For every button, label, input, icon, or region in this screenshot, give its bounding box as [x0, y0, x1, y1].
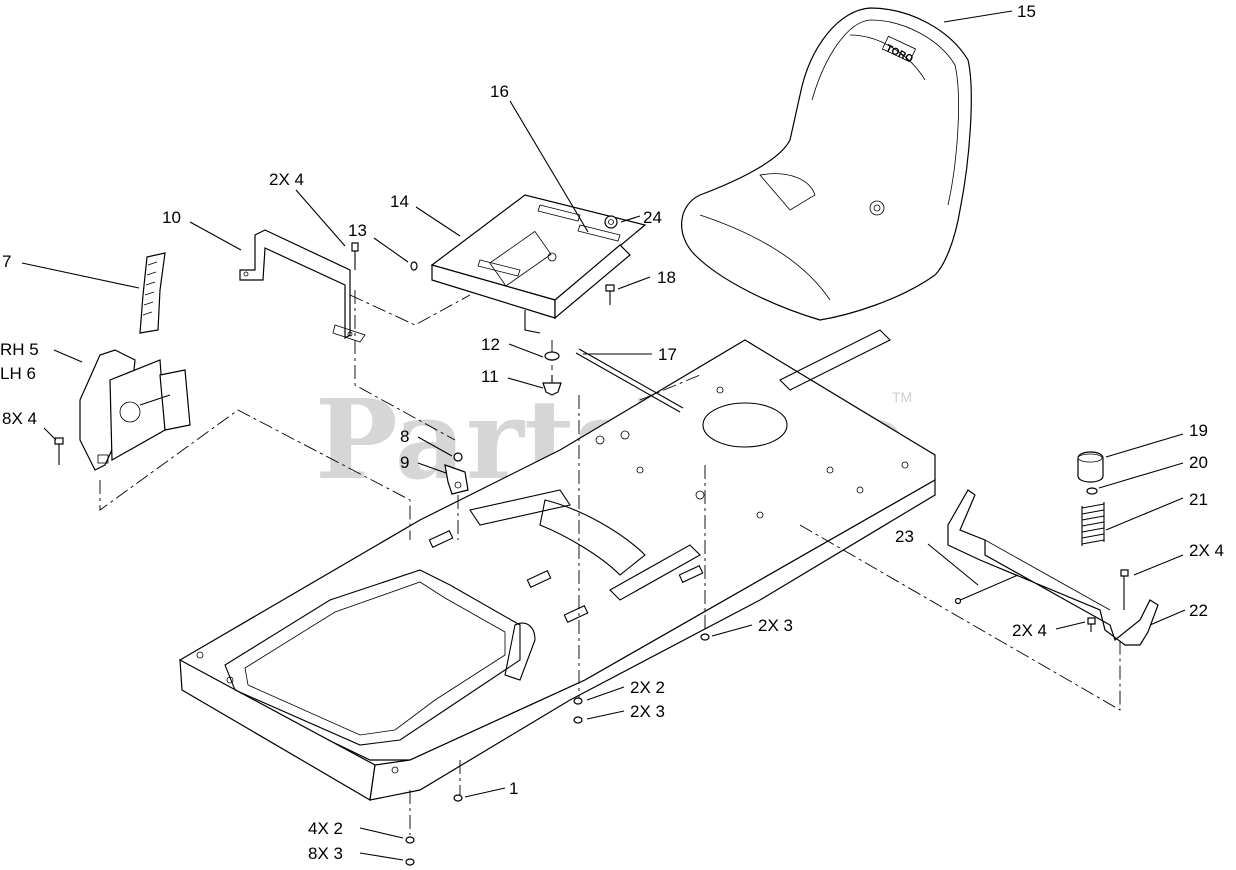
callout-2x4-right: 2X 4 [1189, 541, 1224, 560]
assembly-lines [99, 290, 1121, 835]
callout-8x4: 8X 4 [2, 409, 37, 428]
bolt-part-13 [351, 242, 359, 270]
seat-plate-part-14 [430, 194, 647, 334]
callout-2x3-mid: 2X 3 [758, 616, 793, 635]
callout-23: 23 [895, 527, 914, 546]
callout-7: 7 [2, 252, 11, 271]
callout-18: 18 [657, 268, 676, 287]
frame-part-1 [178, 329, 936, 801]
screw-8x4 [54, 437, 64, 465]
callout-24: 24 [643, 208, 662, 227]
callout-lh6: LH 6 [0, 364, 36, 383]
callout-8: 8 [400, 427, 409, 446]
clip-part-9 [444, 464, 469, 495]
callout-rh5: RH 5 [0, 340, 39, 359]
pin-part-13 [410, 261, 418, 271]
rod-part-17 [575, 348, 684, 413]
pin-part-23 [954, 574, 1019, 605]
callout-8x3: 8X 3 [308, 844, 343, 863]
callout-15: 15 [1017, 2, 1036, 21]
bolt-part-18 [605, 284, 615, 305]
callout-13: 13 [348, 221, 367, 240]
callout-11: 11 [481, 367, 499, 386]
callout-19: 19 [1189, 421, 1208, 440]
spring-part-21 [1081, 502, 1105, 546]
callout-2x4-bracket: 2X 4 [1012, 621, 1047, 640]
callout-2x3-low: 2X 3 [630, 702, 665, 721]
fastener-part-8 [453, 452, 463, 462]
bumper-part-19 [1077, 451, 1104, 483]
callout-10: 10 [162, 208, 181, 227]
leader-lines [21, 10, 1186, 861]
callout-14: 14 [390, 192, 409, 211]
nut-part-20 [1086, 487, 1098, 495]
callout-22: 22 [1189, 601, 1208, 620]
bracket-part-22 [947, 489, 1159, 646]
callout-9: 9 [400, 453, 409, 472]
callout-4x2: 4X 2 [308, 819, 343, 838]
callout-21: 21 [1189, 490, 1208, 509]
washer-part-12 [544, 351, 560, 361]
hardware-below-frame [405, 633, 710, 866]
adjuster-bracket-part-5-6 [79, 349, 191, 471]
callout-12: 12 [481, 335, 500, 354]
washer-part-24 [604, 215, 618, 229]
callout-16: 16 [490, 82, 509, 101]
callout-2x2: 2X 2 [630, 678, 665, 697]
callout-20: 20 [1189, 453, 1208, 472]
callout-2x4-top: 2X 4 [269, 170, 304, 189]
watermark-trademark: TM [892, 389, 912, 405]
callout-1: 1 [509, 779, 518, 798]
bolts-2x4-right [1087, 569, 1129, 632]
seat-part-15: TORO [681, 7, 972, 321]
callout-17: 17 [658, 345, 677, 364]
bracket-part-10 [239, 229, 366, 343]
adjuster-part-7 [139, 252, 166, 334]
knob-part-11 [542, 375, 562, 396]
